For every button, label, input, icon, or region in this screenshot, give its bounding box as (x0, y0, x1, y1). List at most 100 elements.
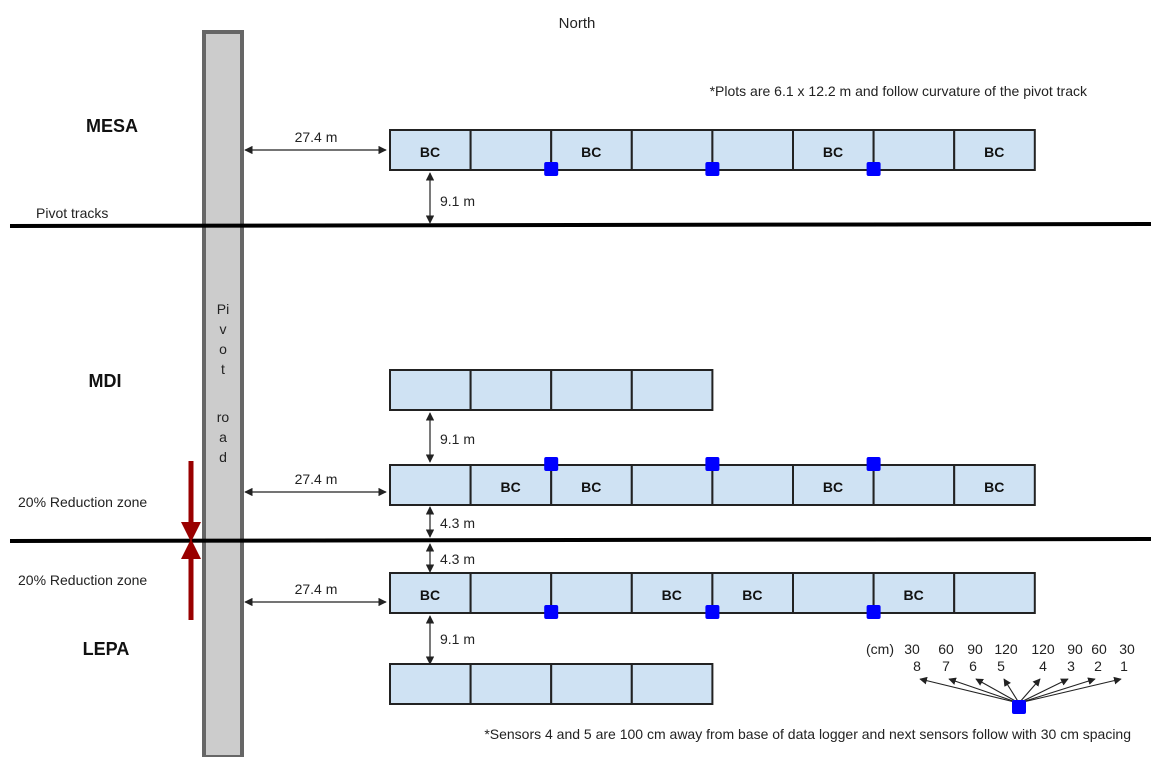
plot-cell (389, 464, 472, 506)
north-label: North (559, 15, 596, 32)
plot-treatment-label: BC (742, 587, 762, 603)
plot-treatment-label: BC (662, 587, 682, 603)
sensor-depth-unit: (cm) (866, 641, 894, 657)
pivot-road-label: Pi vot ro ad (217, 301, 230, 465)
sensor-number-label: 6 (969, 658, 977, 674)
pivot-road-letter: Pi (217, 301, 229, 317)
data-logger-sensor (705, 162, 720, 176)
pivot-road-letter: v (220, 321, 227, 337)
data-logger-sensor (705, 605, 720, 619)
sensor-number-label: 3 (1067, 658, 1075, 674)
plot-treatment-label: BC (823, 144, 843, 160)
plots-note: *Plots are 6.1 x 12.2 m and follow curva… (710, 83, 1088, 99)
plot-cell (953, 129, 1036, 171)
gap-label-lepa-rows: 9.1 m (440, 631, 475, 647)
plot-cell (469, 572, 553, 614)
gap-label-mdi-rows: 9.1 m (440, 431, 475, 447)
sensor-direction-arrow (1018, 676, 1122, 704)
offset-label-mesa: 27.4 m (295, 129, 338, 145)
plot-cell (550, 369, 633, 411)
plot-cell (711, 572, 795, 614)
plot-cell (469, 464, 553, 506)
zone-title-lepa: LEPA (83, 639, 130, 659)
offset-label-lepa: 27.4 m (295, 581, 338, 597)
sensor-depth-label: 120 (1031, 641, 1055, 657)
plot-cell (630, 464, 714, 506)
pivot-road-letter: ro (217, 409, 230, 425)
sensor-depth-label: 30 (904, 641, 920, 657)
plot-cell (792, 572, 875, 614)
plot-treatment-label: BC (823, 479, 843, 495)
data-logger-sensor (705, 457, 720, 471)
offset-label-mdi: 27.4 m (295, 471, 338, 487)
plot-treatment-label: BC (420, 144, 440, 160)
sensor-direction-arrow (975, 678, 1020, 704)
sensor-number-label: 7 (942, 658, 950, 674)
data-logger-sensor (866, 457, 881, 471)
gap-label-mdi-track: 4.3 m (440, 515, 475, 531)
data-logger-sensor (544, 605, 559, 619)
plot-cell (872, 464, 956, 506)
plot-cell (550, 572, 633, 614)
zone-title-mdi: MDI (89, 371, 122, 391)
pivot-tracks-label: Pivot tracks (36, 205, 108, 221)
data-logger-sensor (866, 162, 881, 176)
plot-treatment-label: BC (984, 479, 1004, 495)
plot-cell (469, 129, 553, 171)
pivot-road-letter: t (221, 361, 225, 377)
plot-cell (953, 464, 1036, 506)
plot-cell (953, 572, 1036, 614)
sensor-direction-arrow (1018, 678, 1069, 704)
sensor-number-label: 1 (1120, 658, 1128, 674)
plot-treatment-label: BC (984, 144, 1004, 160)
plot-cell (630, 129, 714, 171)
sensor-number-label: 8 (913, 658, 921, 674)
sensor-legend-arrows (919, 676, 1122, 704)
plot-cell (469, 369, 553, 411)
plot-cell (389, 369, 472, 411)
data-logger-sensor (866, 605, 881, 619)
plot-cell (630, 369, 714, 411)
sensor-depth-label: 60 (938, 641, 954, 657)
data-logger-icon (1012, 700, 1026, 714)
sensors-note: *Sensors 4 and 5 are 100 cm away from ba… (484, 726, 1131, 742)
plot-row-lepa-bottom-row (389, 663, 714, 705)
pivot-road-letter: a (219, 429, 227, 445)
sensor-number-label: 2 (1094, 658, 1102, 674)
sensor-depth-label: 60 (1091, 641, 1107, 657)
sensor-direction-arrow (948, 677, 1020, 704)
plot-cell (792, 464, 875, 506)
sensor-number-label: 4 (1039, 658, 1047, 674)
sensor-number-label: 5 (997, 658, 1005, 674)
pivot-road-letter: d (219, 449, 227, 465)
plot-cell (792, 129, 875, 171)
data-logger-sensor (544, 457, 559, 471)
plot-treatment-label: BC (420, 587, 440, 603)
zone-title-mesa: MESA (86, 116, 138, 136)
plot-cell (389, 572, 472, 614)
pivot-road (202, 30, 244, 757)
plot-row-mdi-top-row (389, 369, 714, 411)
sensor-depth-label: 90 (1067, 641, 1083, 657)
pivot-road-letter: o (219, 341, 227, 357)
data-logger-sensor (544, 162, 559, 176)
plot-cell (469, 663, 553, 705)
sensor-depth-label: 120 (994, 641, 1018, 657)
plot-treatment-label: BC (903, 587, 923, 603)
plot-cell (389, 663, 472, 705)
plot-cell (711, 464, 795, 506)
pivot-track-line-south (9, 537, 1151, 543)
gap-label-track-lepa: 4.3 m (440, 551, 475, 567)
plot-cell (630, 663, 714, 705)
reduction-zone-label-south: 20% Reduction zone (18, 572, 147, 588)
plot-treatment-label: BC (581, 479, 601, 495)
sensor-direction-arrow (1003, 678, 1020, 704)
sensor-direction-arrow (1018, 678, 1041, 704)
plot-cell (872, 129, 956, 171)
sensor-depth-label: 30 (1119, 641, 1135, 657)
